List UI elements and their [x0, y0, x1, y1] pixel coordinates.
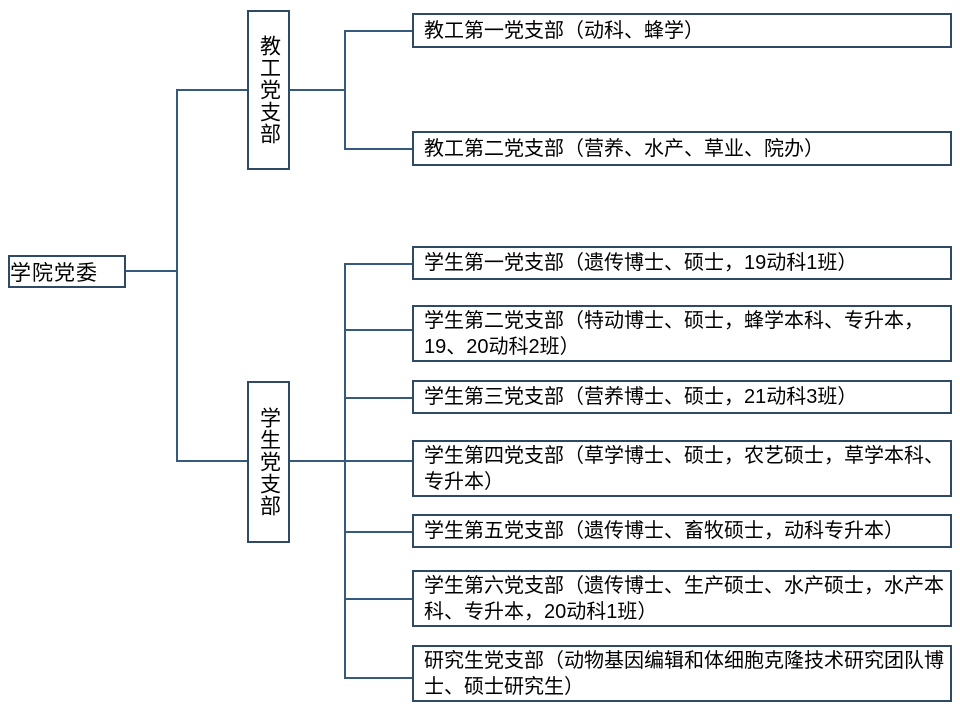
node-student-branch-4[interactable]: 学生第四党支部（草学博士、硕士，农艺硕士，草学本科、专升本）: [412, 440, 952, 497]
node-label: 教工党支部: [257, 35, 281, 145]
node-label: 学生第四党支部（草学博士、硕士，农艺硕士，草学本科、专升本）: [424, 444, 944, 493]
connector-student-spine: [344, 263, 346, 678]
node-label: 学生第五党支部（遗传博士、畜牧硕士，动科专升本）: [424, 520, 904, 542]
connector-student-1: [344, 263, 414, 265]
connector-student-stem: [290, 460, 346, 462]
node-faculty-branch-1[interactable]: 教工第一党支部（动科、蜂学）: [412, 13, 952, 48]
connector-student-3: [344, 397, 414, 399]
node-label: 教工第二党支部（营养、水产、草业、院办）: [424, 137, 824, 160]
node-faculty-party-branch[interactable]: 教工党支部: [247, 10, 290, 170]
node-student-branch-6[interactable]: 学生第六党支部（遗传博士、生产硕士、水产硕士，水产本科、专升本，20动科1班）: [412, 570, 952, 627]
node-label: 学院党委: [10, 261, 98, 285]
connector-to-student-branch: [176, 460, 248, 462]
connector-main-spine: [176, 89, 178, 462]
node-label: 教工第一党支部（动科、蜂学）: [424, 19, 704, 42]
node-student-branch-7[interactable]: 研究生党支部（动物基因编辑和体细胞克隆技术研究团队博士、硕士研究生）: [412, 645, 952, 702]
connector-faculty-spine: [344, 30, 346, 150]
node-student-party-branch[interactable]: 学生党支部: [247, 381, 290, 543]
node-label: 学生第六党支部（遗传博士、生产硕士、水产硕士，水产本科、专升本，20动科1班）: [424, 574, 944, 623]
node-student-branch-3[interactable]: 学生第三党支部（营养博士、硕士，21动科3班）: [412, 380, 952, 414]
connector-student-5: [344, 531, 414, 533]
node-label: 学生党支部: [257, 407, 281, 517]
node-label: 学生第二党支部（特动博士、硕士，蜂学本科、专升本，19、20动科2班）: [424, 309, 924, 358]
connector-root-stem: [126, 270, 178, 272]
connector-to-faculty-branch: [176, 89, 248, 91]
node-student-branch-2[interactable]: 学生第二党支部（特动博士、硕士，蜂学本科、专升本，19、20动科2班）: [412, 305, 952, 362]
connector-faculty-stem: [290, 89, 346, 91]
connector-student-4: [344, 460, 414, 462]
connector-student-2: [344, 329, 414, 331]
connector-faculty-1: [344, 30, 414, 32]
node-label: 学生第一党支部（遗传博士、硕士，19动科1班）: [424, 252, 858, 274]
node-student-branch-1[interactable]: 学生第一党支部（遗传博士、硕士，19动科1班）: [412, 246, 952, 280]
node-label: 研究生党支部（动物基因编辑和体细胞克隆技术研究团队博士、硕士研究生）: [424, 649, 944, 698]
node-faculty-branch-2[interactable]: 教工第二党支部（营养、水产、草业、院办）: [412, 131, 952, 166]
node-root-college-party-committee[interactable]: 学院党委: [8, 255, 126, 288]
node-label: 学生第三党支部（营养博士、硕士，21动科3班）: [424, 386, 858, 408]
connector-faculty-2: [344, 148, 414, 150]
connector-student-7: [344, 677, 414, 679]
connector-student-6: [344, 598, 414, 600]
node-student-branch-5[interactable]: 学生第五党支部（遗传博士、畜牧硕士，动科专升本）: [412, 514, 952, 548]
